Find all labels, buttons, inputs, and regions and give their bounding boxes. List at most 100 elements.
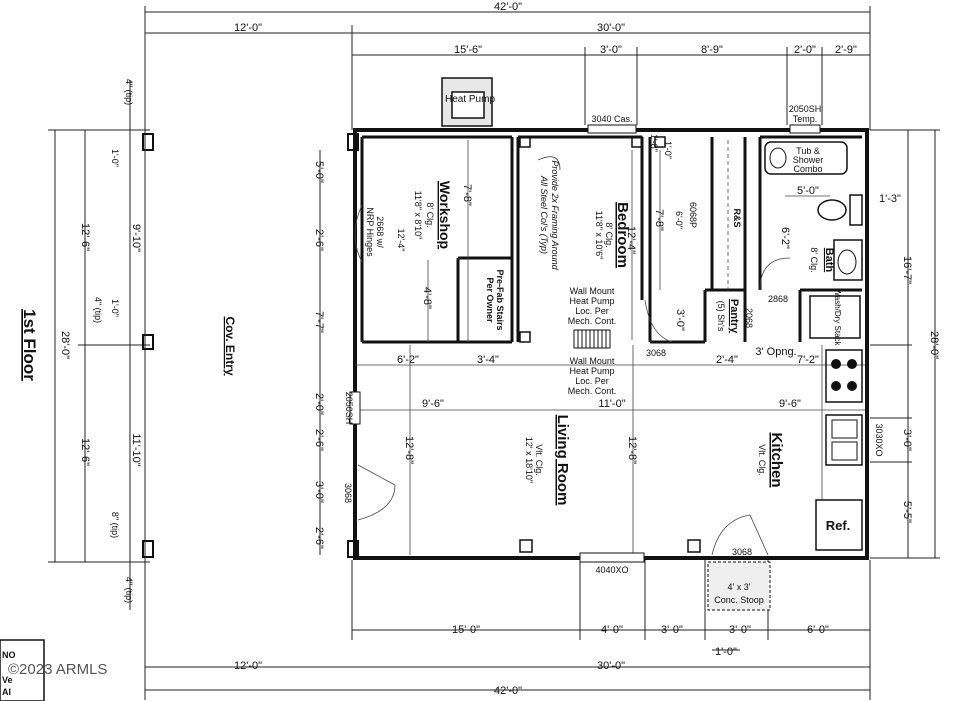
dim-left-tip3: 8" (tip) [110, 512, 120, 538]
washer-label: Wash/Dry Stack [833, 288, 842, 346]
dim-depth-left: 28'-0" [59, 331, 71, 359]
bedroom-sub-0: 8' Clg. [604, 222, 614, 247]
dim-left-tip4: 4" (tip) [124, 577, 134, 603]
dim-overall-top: 42'-0" [494, 1, 522, 13]
dim-left-section-bottom: 12'-0" [234, 660, 262, 672]
pantry-room: Pantry (5) Sh's 2068 [716, 299, 754, 334]
corner-fragment-1: Ve [2, 675, 13, 685]
covered-entry-label: Cov. Entry [223, 316, 237, 375]
dim-bd-v: 12'-4" [625, 226, 637, 254]
tub-label-2: Combo [793, 164, 822, 174]
concrete-stoop [707, 561, 771, 611]
corner-fragment-0: NO [2, 650, 16, 660]
stairs-note-1: Per Owner [485, 277, 495, 323]
heat-pump-note-lower: Wall Mount Heat Pump Loc. Per Mech. Cont… [568, 356, 617, 396]
dim-depth-right: 28'-0" [928, 331, 940, 359]
heat-pump-vent [573, 329, 611, 349]
inner-left-dimensions: 5'-0" 2'-6" 7'-7" 2'-0" 2'-6" 3'-0" 2'-6… [313, 150, 325, 555]
bath-door-code: 2868 [768, 294, 788, 304]
dim-left-section-top: 12'-0" [234, 22, 262, 34]
hp-note-a-2: Loc. Per [575, 306, 609, 316]
win-kitchen-code: 3030XO [874, 423, 884, 456]
dim-inner-d: 2'-0" [313, 393, 325, 415]
dim-right-section-top: 30'-0" [597, 22, 625, 34]
dim-inner-e: 2'-6" [313, 429, 325, 451]
steel-columns [519, 136, 701, 553]
dim-left-d: 11'-10" [130, 433, 142, 466]
dim-h-b: 12'-8" [626, 436, 638, 464]
dim-inner-g: 2'-6" [313, 527, 325, 549]
pantry-label: Pantry [728, 299, 740, 334]
dim-top-d: 2'-0" [794, 44, 816, 56]
kitchen-door-code: 3068 [732, 547, 752, 557]
win-top-code: 3040 Cas. [591, 114, 632, 124]
living-sub-0: Vlt. Clg. [534, 444, 544, 476]
dim-bot-f: 1'-0" [715, 646, 737, 658]
dim-left-b: 12'-6" [79, 438, 91, 466]
dim-left-tip1: 4" (tip) [124, 79, 134, 105]
dim-h-a: 12'-8" [403, 436, 415, 464]
dim-bd-v2: 7'-8" [653, 209, 665, 231]
dim-bot-d: 3'-0" [729, 624, 751, 636]
dim-left-tip2: 4" (tip) [93, 297, 103, 323]
hp-note-b-0: Wall Mount [570, 356, 615, 366]
tub-label-0: Tub & [796, 146, 820, 156]
kitchen-label: Kitchen [768, 432, 785, 487]
dim-bot-e: 6'-0" [807, 624, 829, 636]
dim-left-a: 12'-6" [79, 223, 91, 251]
workshop-sub-3: 2668 w/ [375, 216, 385, 248]
dim-top-e: 2'-9" [835, 44, 857, 56]
workshop-sub-1: 11'8" x 8'10" [413, 191, 423, 240]
pantry-door-code: 2068 [744, 308, 754, 328]
workshop-sub-0: 8' Clg. [425, 202, 435, 227]
left-dimensions: 1st Floor 12'-6" 12'-6" 28'-0" 4" (tip) … [20, 79, 150, 610]
dim-bot-a: 15'-0" [452, 624, 480, 636]
dim-bot-c: 3'-0" [661, 624, 683, 636]
framing-note-0: Provide 2x Framing Around [550, 160, 560, 270]
win-bottom-code: 4040XO [595, 565, 628, 575]
living-room: Living Room Vlt. Clg. 12' x 18'10" [524, 415, 571, 506]
dim-ws-v: 7'-8" [461, 184, 473, 206]
framing-note-1: All Steel Col's (Typ) [539, 175, 549, 254]
dim-left-one1: 1'-0" [110, 149, 120, 167]
dim-lr-c: 9'-6" [779, 398, 801, 410]
dim-top-a: 15'-6" [454, 44, 482, 56]
hp-note-a-3: Mech. Cont. [568, 316, 617, 326]
living-room-label: Living Room [554, 415, 571, 506]
dim-right-a: 16'-7" [901, 256, 913, 284]
bedroom-label: Bedroom [614, 202, 631, 268]
dim-small-c: 6'-0" [674, 211, 684, 229]
dim-w-a: 6'-2" [397, 354, 419, 366]
top-dimensions: 42'-0" 12'-0" 30'-0" 15'-6" 3'-0" 8'-9" … [144, 1, 871, 700]
ref-label: Ref. [826, 518, 851, 533]
heat-pump-vent-lines [577, 330, 607, 348]
hp-note-a-1: Heat Pump [569, 296, 614, 306]
dim-bath-c: 1'-3" [879, 193, 901, 205]
heat-pump-note-upper: Wall Mount Heat Pump Loc. Per Mech. Cont… [568, 286, 617, 326]
dim-inner-a: 5'-0" [313, 161, 325, 183]
workshop-sub-4: NRP Hinges [365, 207, 375, 257]
living-sub-1: 12' x 18'10" [524, 437, 534, 483]
kitchen-sub: Vlt. Clg. [757, 444, 767, 476]
kitchen-door-swing [711, 514, 769, 556]
kitchen-room: Ref. Kitchen Vlt. Clg. 3030XO [757, 345, 884, 551]
bedroom-door-swing [644, 299, 673, 343]
hp-note-b-2: Loc. Per [575, 376, 609, 386]
dim-pantry-h: 3'-0" [674, 309, 686, 331]
dim-lr-b: 11'-0" [598, 398, 625, 410]
dim-bot-b: 4'-0" [601, 624, 623, 636]
dim-left-c: 9'-10" [130, 224, 142, 252]
workshop-room: Workshop 8' Clg. 11'8" x 8'10" 12'-4" 26… [354, 181, 453, 263]
opening-label: 3' Opng. [755, 346, 796, 358]
bottom-dimensions: 15'-0" 4'-0" 3'-0" 3'-0" 6'-0" 1'-0" 12'… [145, 560, 871, 700]
bath-sub: 8' Clg. [809, 247, 819, 272]
dim-right-win: 3'-0" [901, 429, 913, 451]
dim-small-b: 1'-0" [663, 141, 673, 159]
front-door-code: 3068 [343, 483, 353, 503]
front-door-swing [357, 464, 396, 521]
hp-note-b-1: Heat Pump [569, 366, 614, 376]
dim-bath-b: 6'-2" [779, 227, 791, 249]
floor-title: 1st Floor [20, 309, 39, 381]
dim-inner-b: 2'-6" [313, 229, 325, 251]
